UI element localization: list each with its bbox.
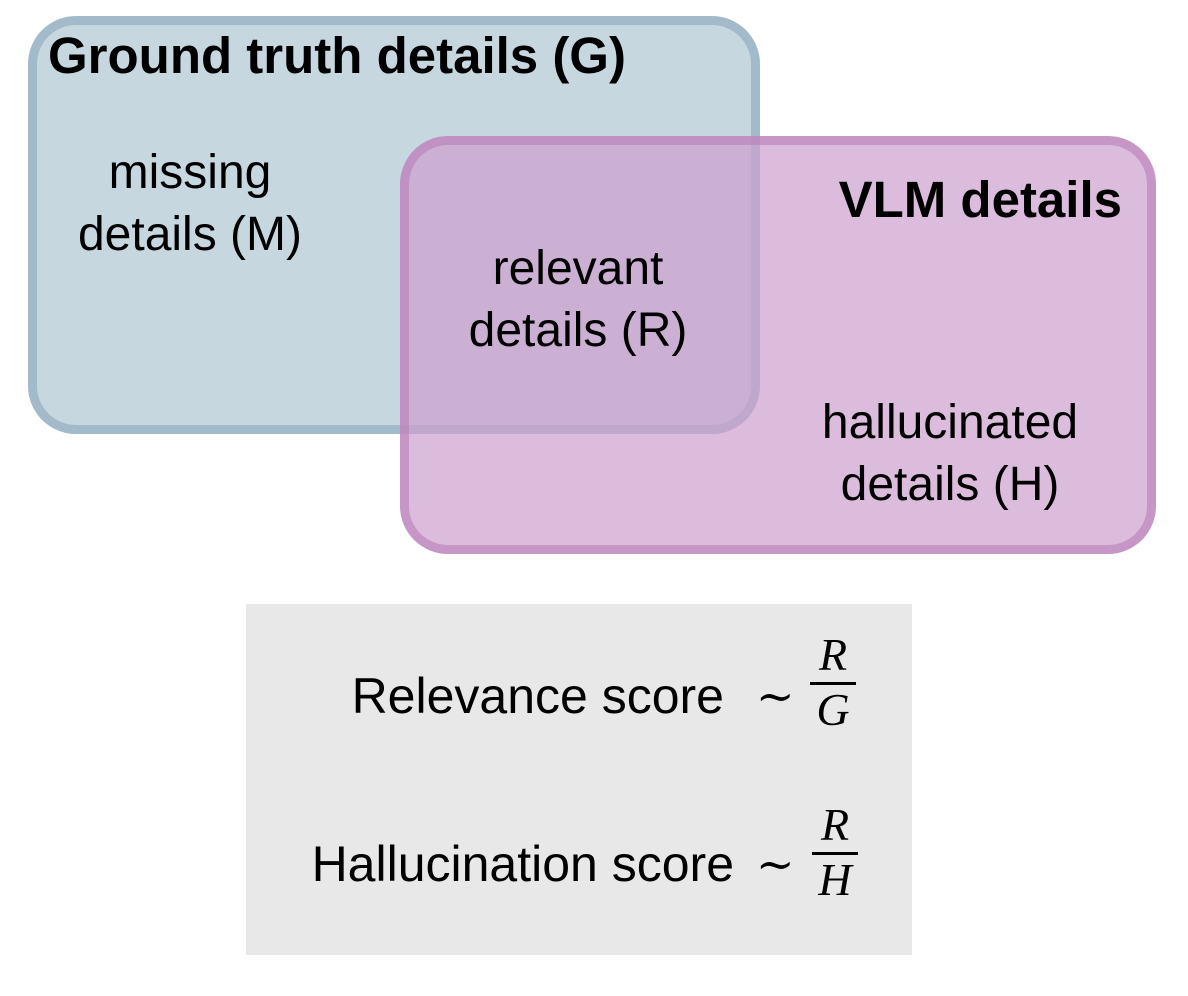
relevance-tilde: ~ [756, 669, 795, 723]
missing-details-label: missing details (M) [60, 142, 320, 266]
relevance-denominator: G [816, 684, 850, 735]
relevance-score-label: Relevance score [351, 668, 724, 724]
hallucinated-line-2: details (H) [840, 458, 1060, 511]
hallucinated-details-label: hallucinated details (H) [800, 392, 1100, 516]
relevant-line-2: details (R) [468, 304, 688, 357]
ground-truth-title: Ground truth details (G) [48, 27, 626, 84]
missing-line-2: details (M) [77, 208, 303, 261]
hallucination-fraction-bar [812, 852, 858, 855]
relevant-details-label: relevant details (R) [448, 238, 708, 362]
relevant-line-1: relevant [492, 242, 664, 295]
hallucination-numerator: R [820, 799, 850, 850]
hallucination-score-label: Hallucination score [311, 836, 734, 892]
score-panel: Relevance score ~ R G Hallucination scor… [246, 604, 912, 955]
missing-line-1: missing [108, 146, 272, 199]
relevance-fraction: R G [808, 630, 858, 735]
hallucination-fraction: R H [810, 800, 860, 905]
relevance-fraction-bar [810, 682, 856, 685]
hallucination-denominator: H [818, 854, 852, 905]
vlm-set [400, 136, 1156, 554]
relevance-numerator: R [818, 629, 848, 680]
hallucination-tilde: ~ [756, 837, 795, 891]
vlm-title: VLM details [838, 171, 1122, 228]
hallucinated-line-1: hallucinated [821, 396, 1079, 449]
